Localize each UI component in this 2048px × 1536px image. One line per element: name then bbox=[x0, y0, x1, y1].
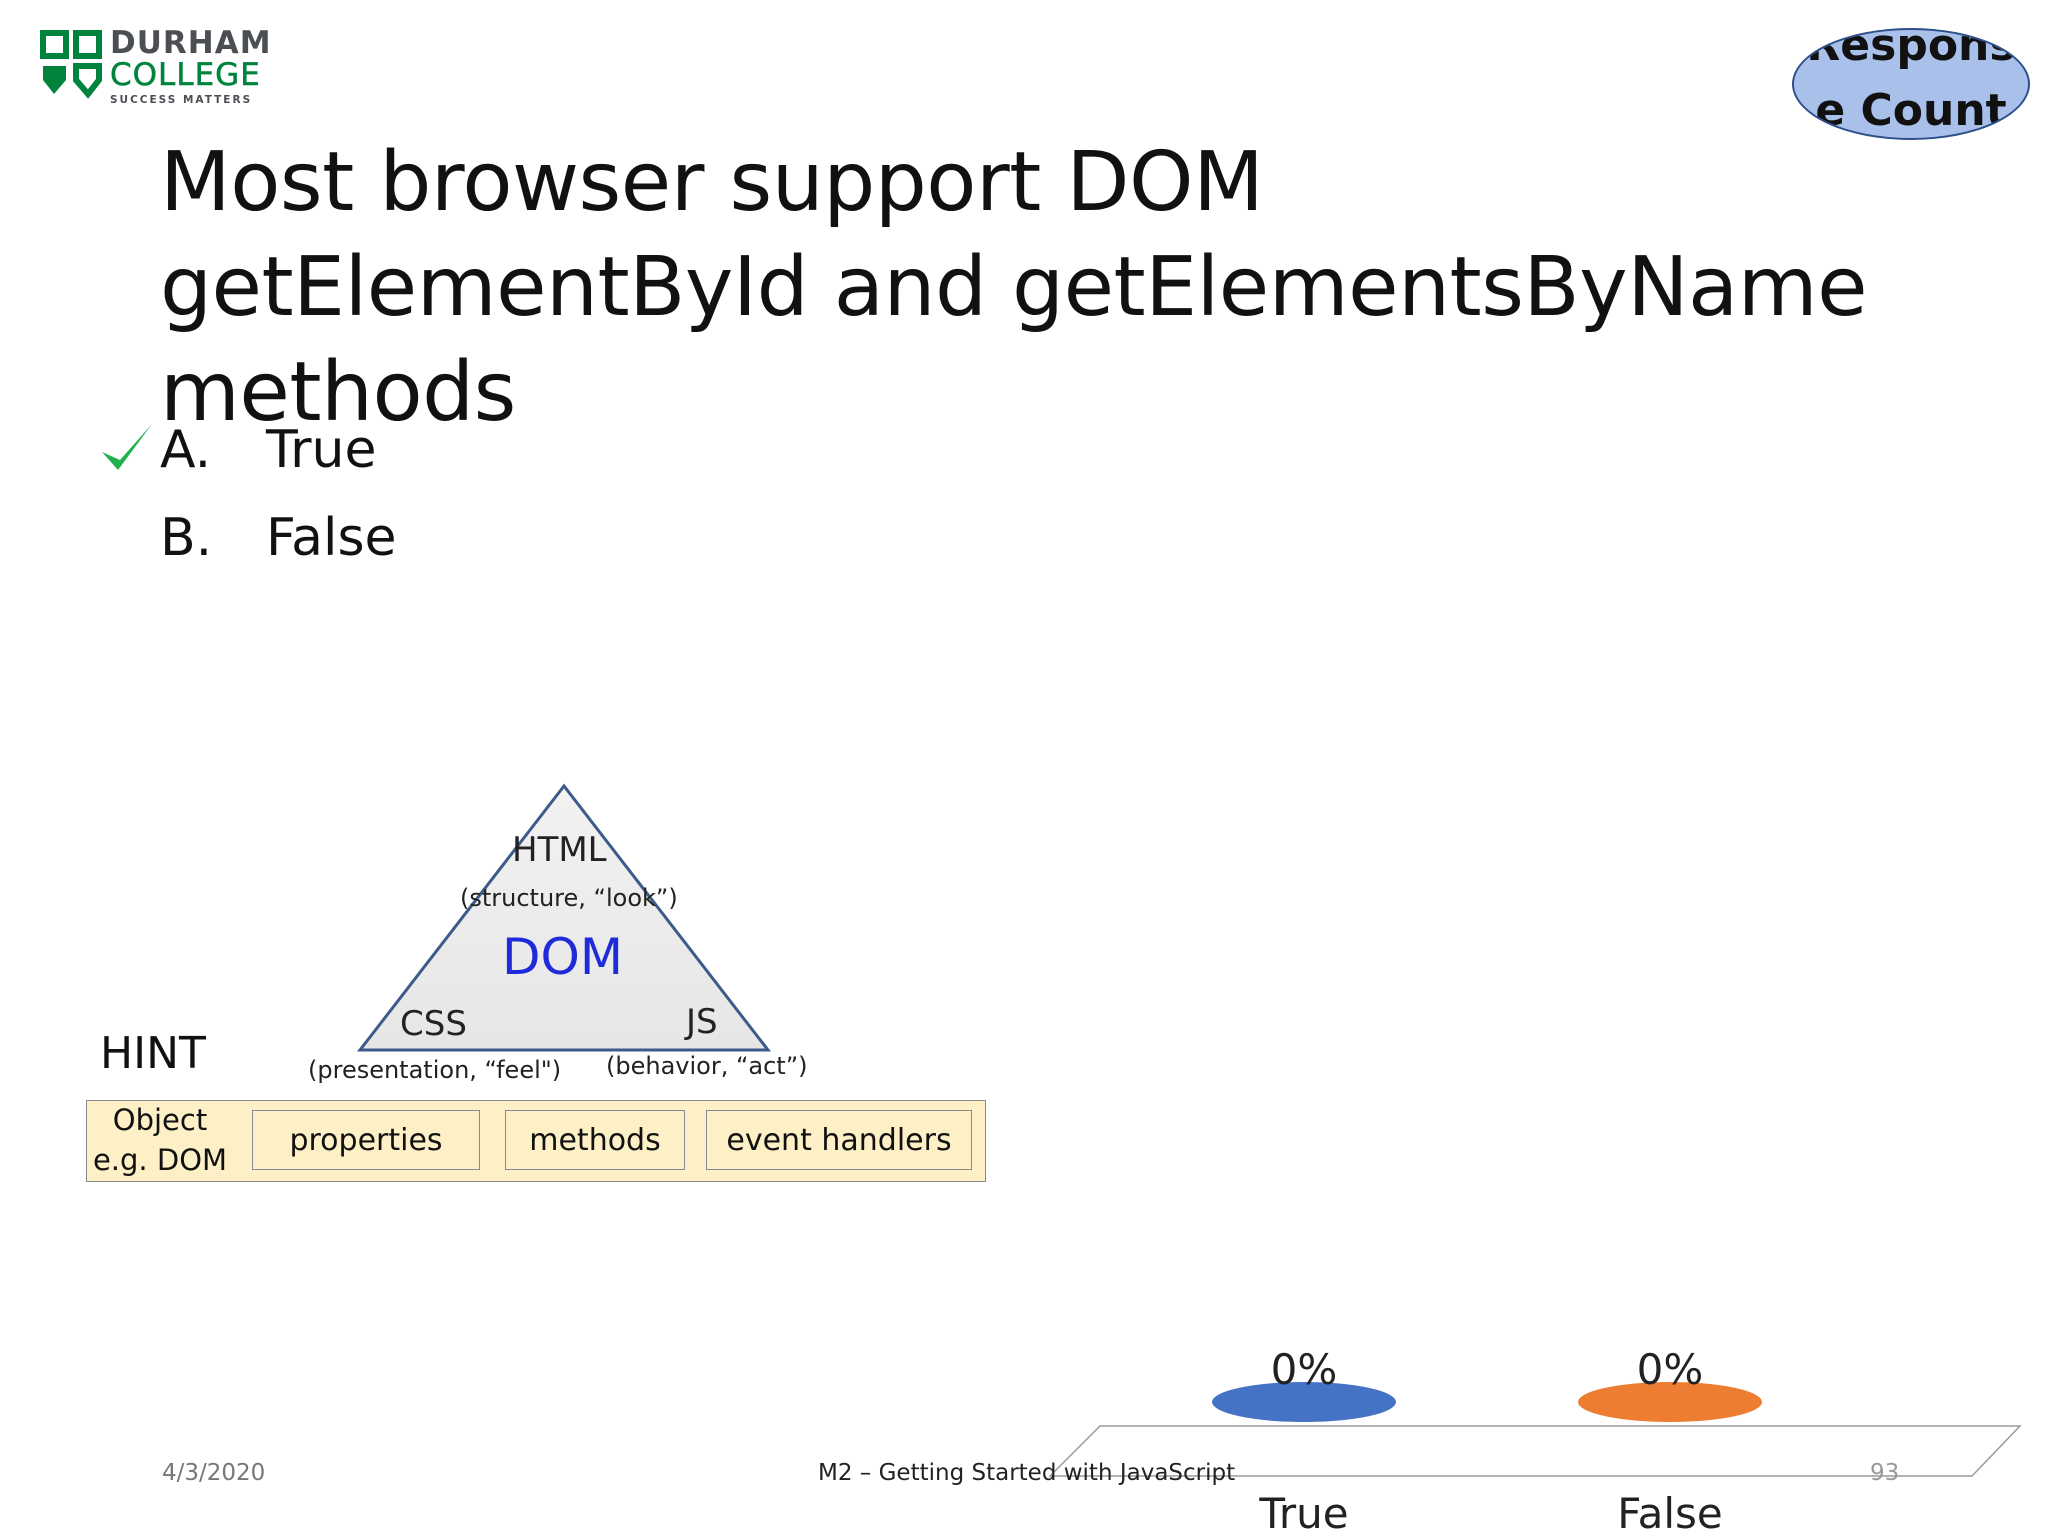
option-a-letter: A. bbox=[160, 420, 212, 480]
slide-title: Most browser support DOM getElementById … bbox=[160, 135, 1868, 440]
logo-tagline: SUCCESS MATTERS bbox=[110, 94, 253, 106]
bar-false bbox=[1578, 1382, 1762, 1422]
methods-cell: methods bbox=[505, 1110, 685, 1170]
bar-true bbox=[1212, 1382, 1396, 1422]
footer-course-title: M2 – Getting Started with JavaScript bbox=[818, 1460, 1236, 1486]
option-a-text: True bbox=[266, 420, 377, 480]
triangle-html-sub: (structure, “look”) bbox=[460, 884, 678, 912]
properties-cell: properties bbox=[252, 1110, 480, 1170]
option-b-letter: B. bbox=[160, 508, 213, 568]
checkmark-icon bbox=[102, 424, 152, 470]
triangle-js-label: JS bbox=[686, 1002, 718, 1042]
dom-triangle-diagram bbox=[356, 783, 772, 1052]
college-logo: DURHAM COLLEGE SUCCESS MATTERS bbox=[40, 28, 271, 105]
triangle-css-label: CSS bbox=[400, 1004, 467, 1044]
response-count-badge[interactable]: Respons e Count bbox=[1792, 28, 2030, 140]
footer-date: 4/3/2020 bbox=[162, 1460, 266, 1486]
event-handlers-cell: event handlers bbox=[706, 1110, 972, 1170]
logo-line2: COLLEGE bbox=[110, 57, 261, 93]
triangle-html-label: HTML bbox=[512, 830, 607, 870]
triangle-dom-label: DOM bbox=[502, 928, 623, 986]
chart-floor bbox=[1048, 1425, 2022, 1477]
triangle-css-sub: (presentation, “feel") bbox=[308, 1056, 562, 1084]
object-label: Object e.g. DOM bbox=[92, 1103, 228, 1177]
footer-page-number: 93 bbox=[1870, 1460, 1900, 1486]
college-logo-icon bbox=[40, 30, 102, 99]
logo-line1: DURHAM bbox=[110, 25, 272, 61]
hint-label: HINT bbox=[100, 1028, 206, 1079]
option-b-text: False bbox=[266, 508, 397, 568]
category-label-false: False bbox=[1617, 1489, 1722, 1536]
triangle-js-sub: (behavior, “act”) bbox=[606, 1052, 808, 1080]
category-label-true: True bbox=[1258, 1489, 1348, 1536]
data-label-false: 0% bbox=[1637, 1345, 1704, 1394]
results-chart: 0% True 0% False bbox=[1048, 1345, 2022, 1536]
data-label-true: 0% bbox=[1271, 1345, 1338, 1394]
response-count-line1: Respons bbox=[1806, 28, 2016, 71]
response-count-line2: e Count bbox=[1815, 85, 2007, 136]
